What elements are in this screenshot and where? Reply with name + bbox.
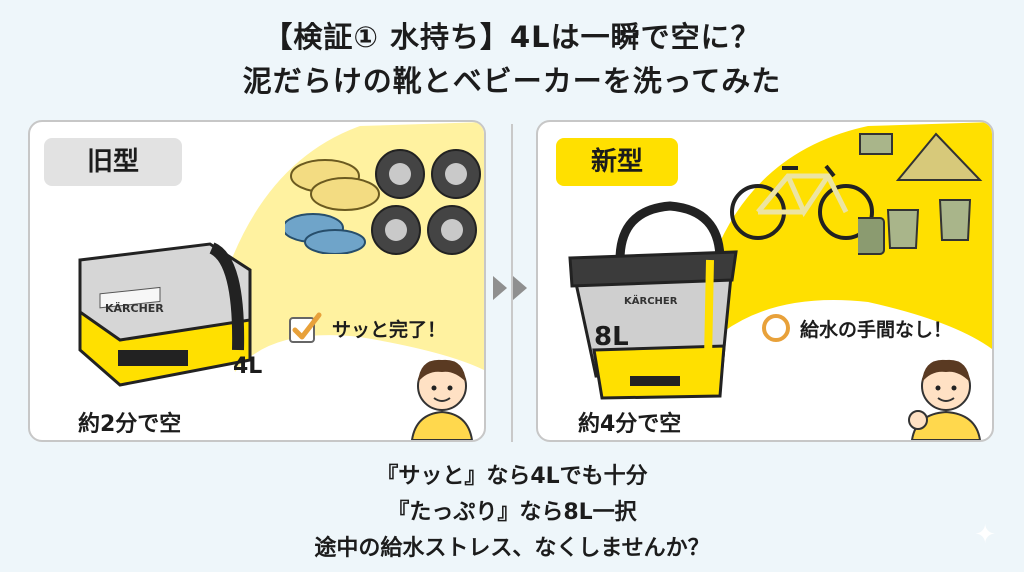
old-model-badge: 旧型 [44, 138, 182, 186]
brand-logo: KÄRCHER [105, 301, 164, 315]
conclusion-line-2: 『たっぷり』なら8L一択 [387, 500, 637, 525]
center-divider [511, 124, 513, 442]
headline-line-2: 泥だらけの靴とベビーカーを洗ってみた [242, 64, 782, 98]
confident-person-icon [908, 359, 982, 440]
brand-logo: KÄRCHER [624, 293, 678, 307]
new-pressure-washer-image: KÄRCHER [568, 201, 738, 400]
new-model-badge: 新型 [556, 138, 678, 186]
new-model-panel: 新型 KÄRCHER 8L 約4分で空 給水の手間なし！ [536, 120, 994, 442]
checkbox-check-icon [289, 312, 322, 343]
result-text: サッと完了！ [332, 319, 447, 341]
time-to-empty-label: 約2分で空 [78, 412, 182, 437]
capacity-label: 8L [594, 322, 629, 352]
sneakers-icon [285, 159, 380, 254]
time-to-empty-label: 約4分で空 [578, 412, 682, 437]
conclusion-line-1: 『サッと』なら4Lでも十分 [376, 464, 648, 489]
smiling-person-icon [410, 359, 474, 440]
stroller-wheels-icon [371, 149, 481, 255]
headline-line-1: 【検証① 水持ち】4Lは一瞬で空に？ [263, 20, 761, 54]
arrow-right-icon [493, 276, 527, 300]
result-text: 給水の手間なし！ [800, 319, 953, 341]
conclusion-line-3: 途中の給水ストレス、なくしませんか？ [314, 536, 710, 561]
sparkle-icon: ✦ [974, 520, 996, 550]
camping-gear-icon [858, 132, 983, 255]
old-model-panel: 旧型 KÄRCHER 4L 約2分で空 サッと完了！ [28, 120, 486, 442]
bicycle-icon [730, 164, 874, 240]
old-pressure-washer-image: KÄRCHER [78, 242, 252, 387]
capacity-label: 4L [233, 354, 263, 379]
circle-icon [762, 314, 790, 342]
